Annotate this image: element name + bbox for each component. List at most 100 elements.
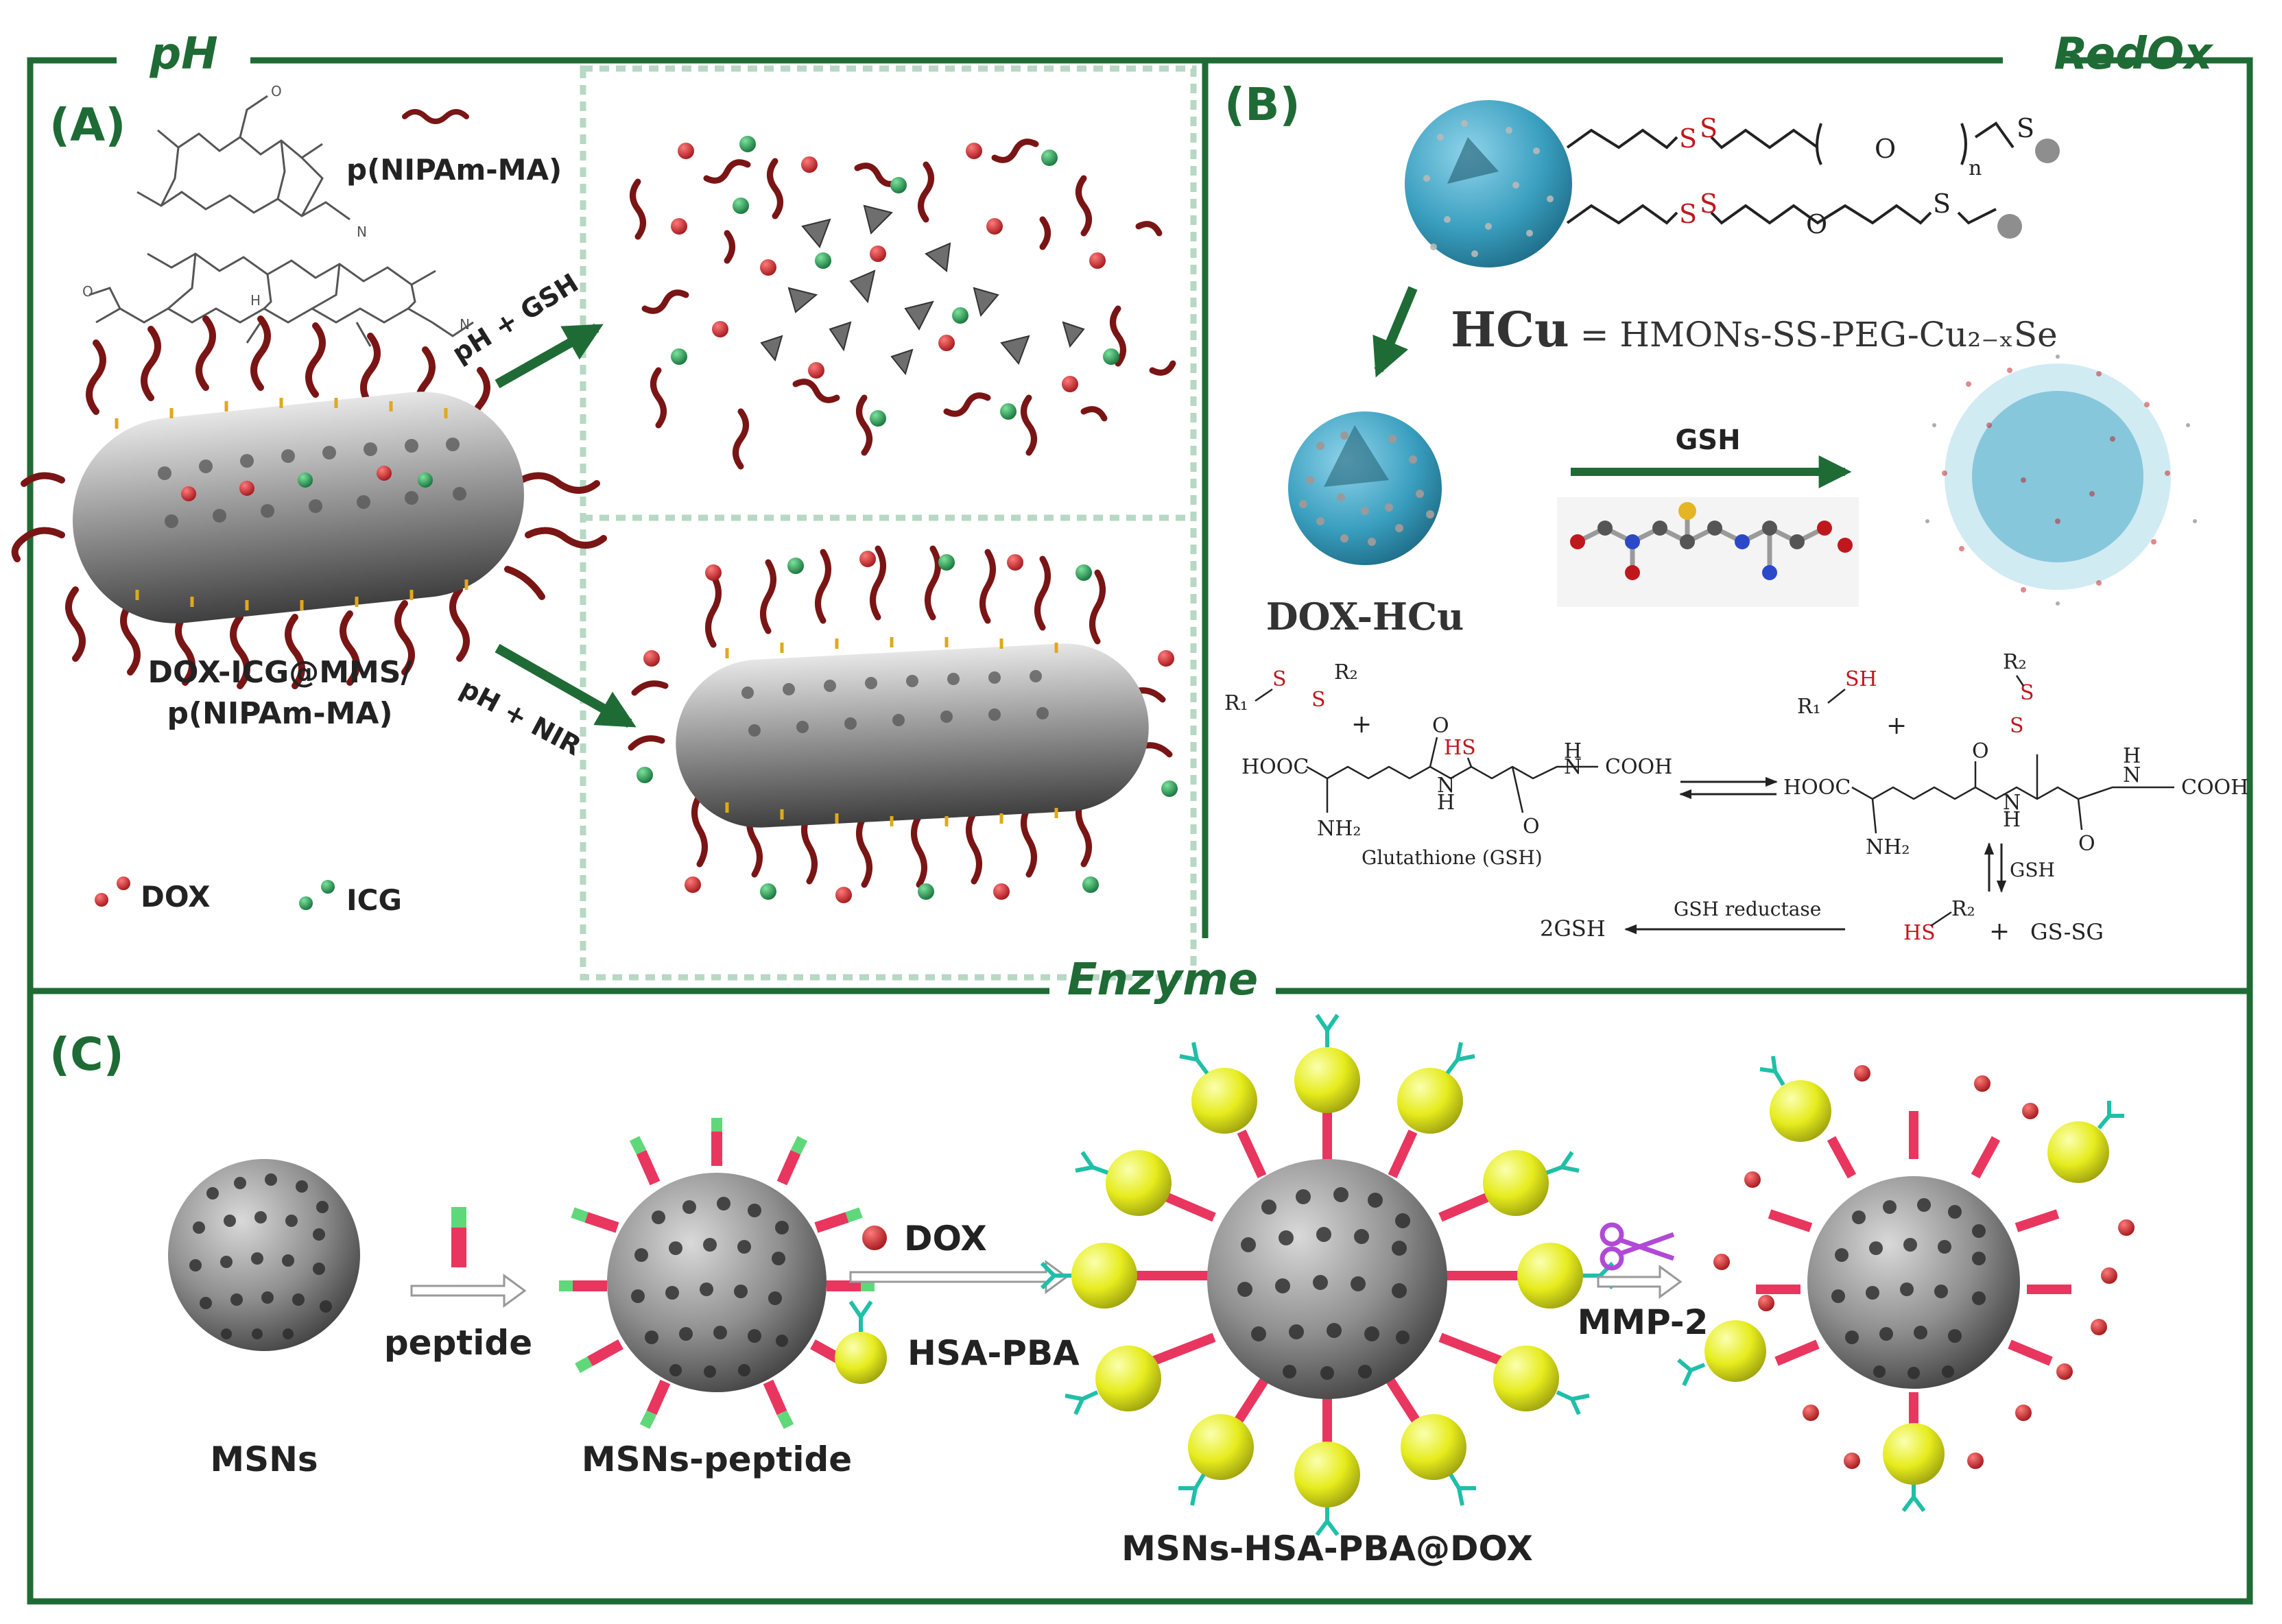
struct-n-2: N: [460, 316, 470, 333]
hcu-def: = HMONs-SS-PEG-Cu₂₋ₓSe: [1569, 315, 2058, 355]
rxn-2gsh: 2GSH: [1540, 916, 1606, 942]
struct-n-1: N: [357, 224, 367, 240]
ss-lower-s1: S: [1679, 199, 1697, 229]
peg-o-upper: O: [1875, 134, 1896, 164]
rxn-h-right-2: H: [2123, 744, 2141, 768]
msn-hsa-linkers: [1132, 1111, 1523, 1447]
ss-lower-s2: S: [1700, 189, 1718, 219]
legend-icg-label: ICG: [346, 883, 402, 917]
panel-a-dashed-box: [580, 65, 1197, 981]
s-lower-end: S: [1933, 189, 1951, 219]
msns-peptide-label: MSNs-peptide: [582, 1440, 852, 1479]
panel-c-letter: (C): [49, 1028, 124, 1081]
hsa-pba-icon: [835, 1300, 887, 1384]
mmp2-label: MMP-2: [1578, 1302, 1709, 1342]
rxn-hs-left: HS: [1444, 736, 1476, 760]
rxn-plus-right: +: [1886, 712, 1907, 740]
polymer-structure-labels: O O N N H: [82, 83, 470, 333]
rxn-cooh-left: COOH: [1605, 755, 1672, 779]
initial-rod-pores: [158, 438, 466, 528]
arrow-gsh-label: GSH: [1675, 425, 1740, 456]
rxn-nh2-right: NH₂: [1866, 835, 1910, 859]
peg-chains: [1566, 121, 2014, 225]
msn-hsa-particle: [1040, 1014, 1615, 1536]
rxn-gsh-reductase: GSH reductase: [1674, 898, 1821, 920]
legend-dox-label: DOX: [141, 880, 210, 914]
legend-icg-icon: [299, 880, 335, 910]
s-upper-end: S: [2017, 113, 2034, 143]
polymer-label: p(NIPAm-MA): [346, 153, 562, 187]
section-title-redox: RedOx: [2054, 29, 2214, 80]
hsa-pba-label: HSA-PBA: [907, 1333, 1080, 1373]
glutathione-label: Glutathione (GSH): [1362, 846, 1543, 869]
rxn-s-top2: S: [2010, 714, 2024, 738]
msn-hsa-proteins: [1040, 1014, 1615, 1536]
initial-rod-particle: [11, 315, 607, 689]
cu-nanoparticle-lower: [1997, 214, 2022, 239]
swollen-rod-released-cargo: [637, 551, 1178, 903]
rxn-h-left-2: H: [1564, 739, 1582, 763]
section-title-ph: pH: [149, 29, 217, 80]
degraded-hcu-sphere: [1925, 355, 2197, 606]
polymer-squiggle-icon: [402, 109, 469, 124]
dox-label-c: DOX: [904, 1219, 987, 1258]
peg-o-lower: O: [1806, 209, 1827, 239]
outer-frame-top-left: [27, 57, 2253, 1605]
hcu-bold: HCu: [1451, 301, 1569, 358]
rxn-sh-right: SH: [1845, 667, 1877, 691]
msn-released-dox: [1713, 1065, 2135, 1469]
msn-peptide-particle: [559, 1118, 875, 1429]
rxn-r2-top: R₂: [2003, 650, 2027, 674]
rxn-hooc-left: HOOC: [1241, 755, 1309, 779]
rxn-r1-right: R₁: [1797, 695, 1821, 719]
rxn-gssg: GS-SG: [2030, 919, 2104, 945]
rxn-n-right-2: N: [2123, 763, 2141, 787]
rxn-o-left-2: O: [1523, 815, 1540, 839]
rxn-nh2-left: NH₂: [1317, 817, 1361, 841]
rxn-h-right-1: H: [2003, 808, 2021, 832]
dox-icon: [862, 1226, 887, 1250]
struct-h-1: H: [250, 292, 261, 309]
msn-released-particle: [1677, 1055, 2135, 1512]
particle-label-line2: p(NIPAm-MA): [167, 696, 392, 731]
rxn-h-left-1: H: [1437, 791, 1455, 815]
rxn-s1-left: S: [1272, 667, 1287, 691]
rxn-hs-bottom: HS: [1903, 921, 1936, 945]
struct-o-2: O: [82, 283, 93, 300]
legend-dox-icon: [95, 876, 130, 907]
disassembled-state: [630, 136, 1176, 470]
arrow-peptide: [410, 1274, 527, 1308]
particle-label-line1: DOX-ICG@MMS/: [147, 655, 412, 690]
dox-hcu-sphere: [1288, 411, 1442, 565]
ss-upper-s2: S: [1700, 113, 1718, 143]
peg-n: n: [1969, 156, 1982, 180]
rxn-o-right-2: O: [2078, 832, 2095, 856]
arrow-mmp2: [1597, 1265, 1683, 1299]
panel-b-letter: (B): [1224, 78, 1300, 131]
dox-hcu-label: DOX-HCu: [1266, 595, 1464, 638]
rxn-cooh-right: COOH: [2181, 776, 2248, 800]
rxn-plus-bottom: +: [1989, 918, 2010, 946]
peptide-icon: [451, 1207, 466, 1267]
arrow-ph-nir: [495, 643, 637, 728]
swollen-rod-pores: [741, 670, 1049, 737]
arrow-hcu-to-dox: [1372, 286, 1418, 378]
rxn-plus-left: +: [1351, 710, 1372, 739]
msns-hsa-label: MSNs-HSA-PBA@DOX: [1121, 1529, 1533, 1568]
released-icg: [671, 136, 1119, 427]
rxn-n-right-1: N: [2003, 791, 2021, 815]
rxn-o-right-1: O: [1972, 739, 1989, 763]
panel-a-letter: (A): [49, 99, 126, 152]
initial-rod-linkers: [115, 398, 468, 610]
swollen-rod-body: [676, 643, 1149, 828]
rxn-r1-left: R₁: [1224, 691, 1248, 715]
silica-fragments: [760, 204, 1085, 376]
rxn-o-left-1: O: [1432, 714, 1449, 738]
cu-nanoparticle-upper: [2035, 139, 2060, 163]
released-polymer-chains: [630, 139, 1176, 470]
peg-chain-labels: S S O n S S S O S: [1679, 113, 2034, 239]
rxn-s-top1: S: [2020, 681, 2034, 705]
initial-rod-cargo: [181, 466, 433, 501]
arrow-ph-gsh: [495, 323, 604, 389]
